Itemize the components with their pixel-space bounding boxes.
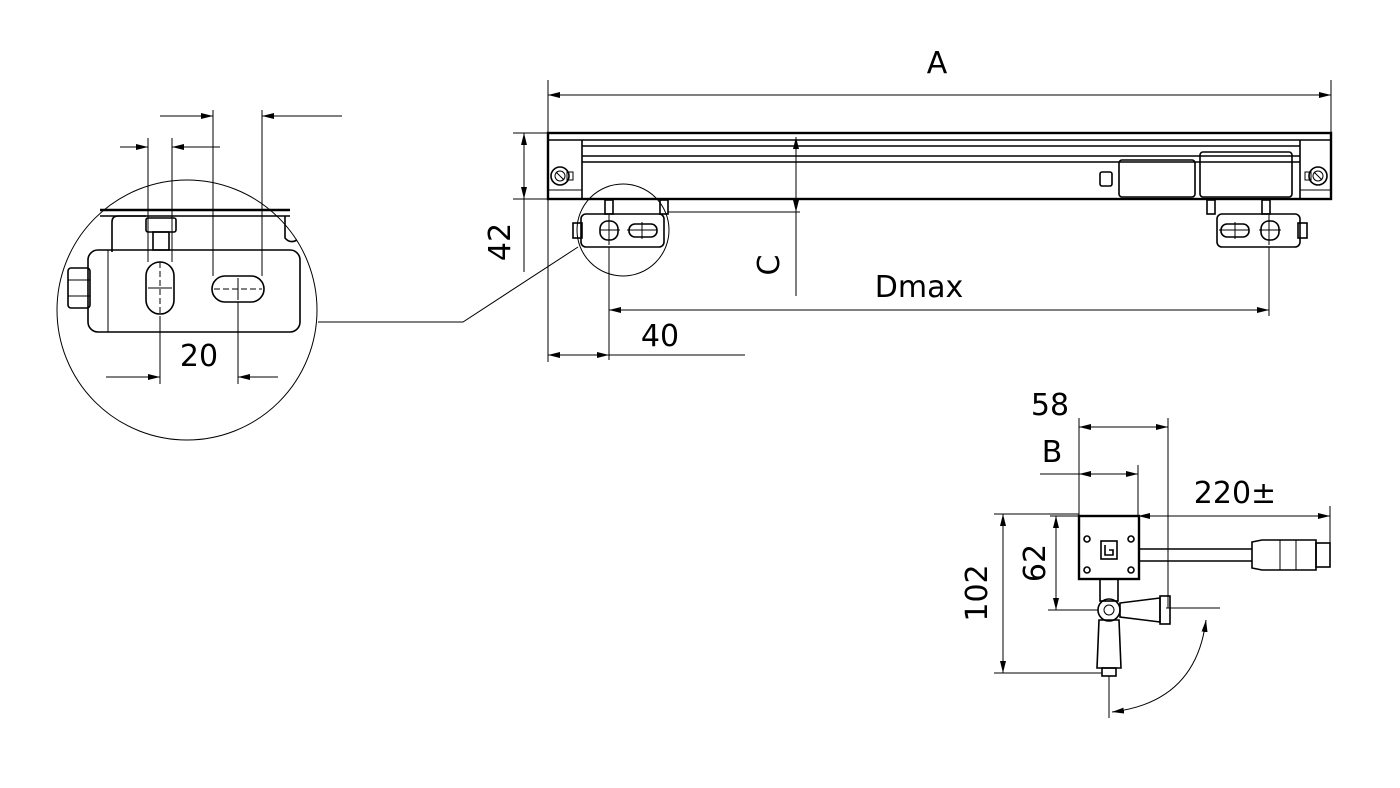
dimension-b-label: B [1042,435,1063,470]
detail-leader-line [318,246,579,323]
end-cap-screw-left [550,166,574,186]
dimension-c-label: C [752,255,787,276]
detail-callout-circle [576,183,670,277]
detail-view-bracket [56,179,318,441]
dimension-42-label: 42 [483,223,518,261]
dimension-20-label: 20 [180,339,218,374]
dimension-58-label: 58 [1031,388,1069,423]
dimension-102-label: 102 [960,564,995,621]
detail-view-dimensions: 20 [106,110,342,384]
dimension-40-label: 40 [641,319,679,354]
dimension-dmax-label: Dmax [875,270,963,305]
side-view [1077,514,1331,718]
dimension-220-label: 220± [1194,476,1276,511]
mounting-bracket-left [572,199,669,248]
side-view-dimensions: 58 B 220± 62 102 [960,388,1331,674]
dimension-62-label: 62 [1018,544,1053,582]
luminaire-front-view [318,131,1333,323]
dimension-a-label: A [927,46,948,81]
front-view-dimensions: A 42 C Dmax 40 [483,46,1332,362]
end-cap-screw-right [1304,166,1328,186]
mounting-bracket-right [1206,199,1308,248]
